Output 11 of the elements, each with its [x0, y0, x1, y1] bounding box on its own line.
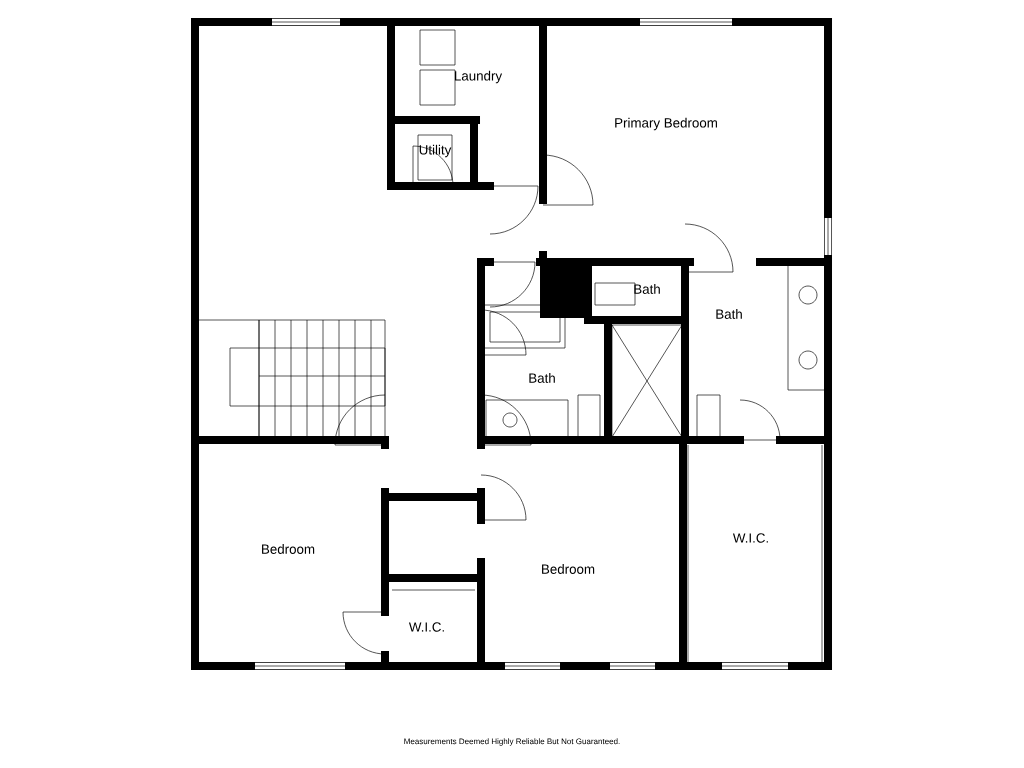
footer-note: Measurements Deemed Highly Reliable But Not Guaranteed. [404, 738, 620, 746]
room-label: Bath [716, 309, 742, 319]
room-label: W.I.C. [732, 533, 768, 543]
room-label: Primary Bedroom [615, 117, 717, 131]
room-label: Bedroom [262, 544, 315, 554]
room-label: Laundry [455, 70, 503, 84]
room-label: Utility [419, 144, 452, 158]
room-label: Bath [634, 284, 660, 294]
room-label: Bedroom [542, 564, 595, 574]
room-label: Bath [529, 373, 555, 383]
room-label: W.I.C. [408, 622, 444, 632]
